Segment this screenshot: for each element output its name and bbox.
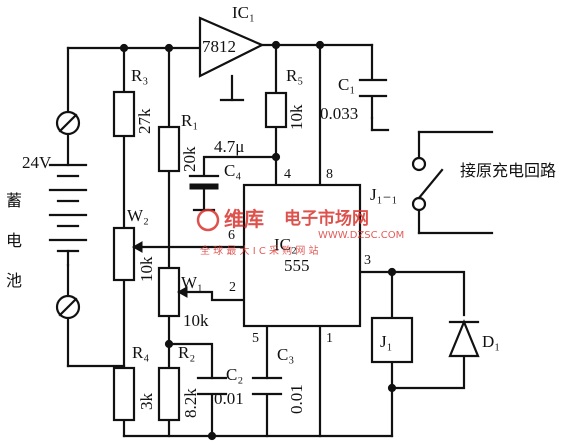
w2-ref: W₂ — [127, 206, 149, 225]
r3-value: 27k — [135, 108, 154, 134]
r4-ref: R₄ — [132, 343, 149, 362]
pin-2: 2 — [229, 280, 236, 295]
resistor-r2: R₂ 8.2k — [157, 343, 200, 422]
potentiometer-w1: W₁ 10k — [157, 266, 209, 330]
resistor-r3: R₃ 27k — [112, 66, 154, 138]
r1-ref: R₁ — [181, 111, 198, 130]
contact-label: 接原充电回路 — [460, 161, 556, 180]
c4-value: 4.7μ — [214, 137, 244, 156]
capacitor-c1: C₁ 0.033 — [320, 75, 388, 123]
battery: 24V 蓄 电 池 — [6, 110, 88, 320]
ic1-ref: IC₁ — [232, 3, 255, 22]
r5-ref: R₅ — [286, 66, 303, 85]
regulator-ic1: 7812 IC₁ — [198, 3, 265, 78]
wires — [66, 43, 494, 438]
watermark-url: WWW.DZSC.COM — [318, 230, 404, 241]
pin-3: 3 — [364, 253, 371, 268]
w2-value: 10k — [137, 256, 156, 282]
pin-6: 6 — [228, 228, 235, 243]
ic2-ref: IC₂ — [274, 235, 297, 254]
watermark: 维库 电子市场网 WWW.DZSC.COM 全 球 最 大 I C 采 购 网 … — [196, 207, 404, 257]
r1-value: 20k — [180, 146, 199, 172]
diode-ref: D₁ — [482, 332, 500, 351]
pin-4: 4 — [284, 167, 291, 182]
battery-name-1: 蓄 — [6, 191, 22, 210]
contact-ref: J₁₋₁ — [370, 185, 397, 204]
r5-value: 10k — [287, 104, 306, 130]
watermark-slogan: 全 球 最 大 I C 采 购 网 站 — [200, 244, 319, 257]
c2-value: 0.01 — [214, 389, 244, 408]
watermark-site: 电子市场网 — [284, 208, 369, 229]
resistor-r5: R₅ 10k — [264, 66, 306, 130]
resistor-r4: R₄ 3k — [112, 343, 156, 422]
c1-ref: C₁ — [338, 75, 355, 94]
ic2-part: 555 — [284, 256, 310, 275]
c4-ref: C₄ — [224, 161, 241, 180]
r2-ref: R₂ — [178, 343, 195, 362]
r2-value: 8.2k — [181, 388, 200, 418]
potentiometer-w2: W₂ 10k — [112, 206, 156, 282]
w1-value: 10k — [183, 311, 209, 330]
relay-ref: J₁ — [380, 332, 393, 351]
w1-ref: W₁ — [181, 273, 203, 292]
timer-ic2: IC₂ 555 4 8 6 2 3 5 1 — [228, 167, 371, 346]
c1-value: 0.033 — [320, 104, 358, 123]
pin-8: 8 — [326, 167, 333, 182]
watermark-brand: 维库 — [224, 207, 264, 231]
battery-voltage: 24V — [22, 153, 52, 172]
pin-5: 5 — [252, 331, 259, 346]
battery-name-2: 电 — [6, 231, 22, 250]
c3-ref: C₃ — [277, 345, 294, 364]
resistor-r1: R₁ 20k — [157, 111, 199, 173]
ic1-part: 7812 — [202, 37, 236, 56]
capacitor-c4: C₄ 4.7μ — [188, 137, 244, 212]
c3-value: 0.01 — [287, 384, 306, 414]
r4-value: 3k — [137, 393, 156, 411]
battery-name-3: 池 — [6, 271, 22, 290]
capacitor-c2: C₂ 0.01 — [196, 365, 244, 408]
relay-contact: J₁₋₁ 接原充电回路 — [370, 156, 556, 212]
c2-ref: C₂ — [226, 365, 243, 384]
r3-ref: R₃ — [131, 66, 148, 85]
capacitor-c3: C₃ 0.01 — [251, 345, 306, 414]
relay-coil: J₁ — [370, 316, 414, 364]
junctions — [119, 40, 397, 441]
pin-1: 1 — [326, 331, 333, 346]
diode-d1: D₁ — [448, 319, 500, 358]
